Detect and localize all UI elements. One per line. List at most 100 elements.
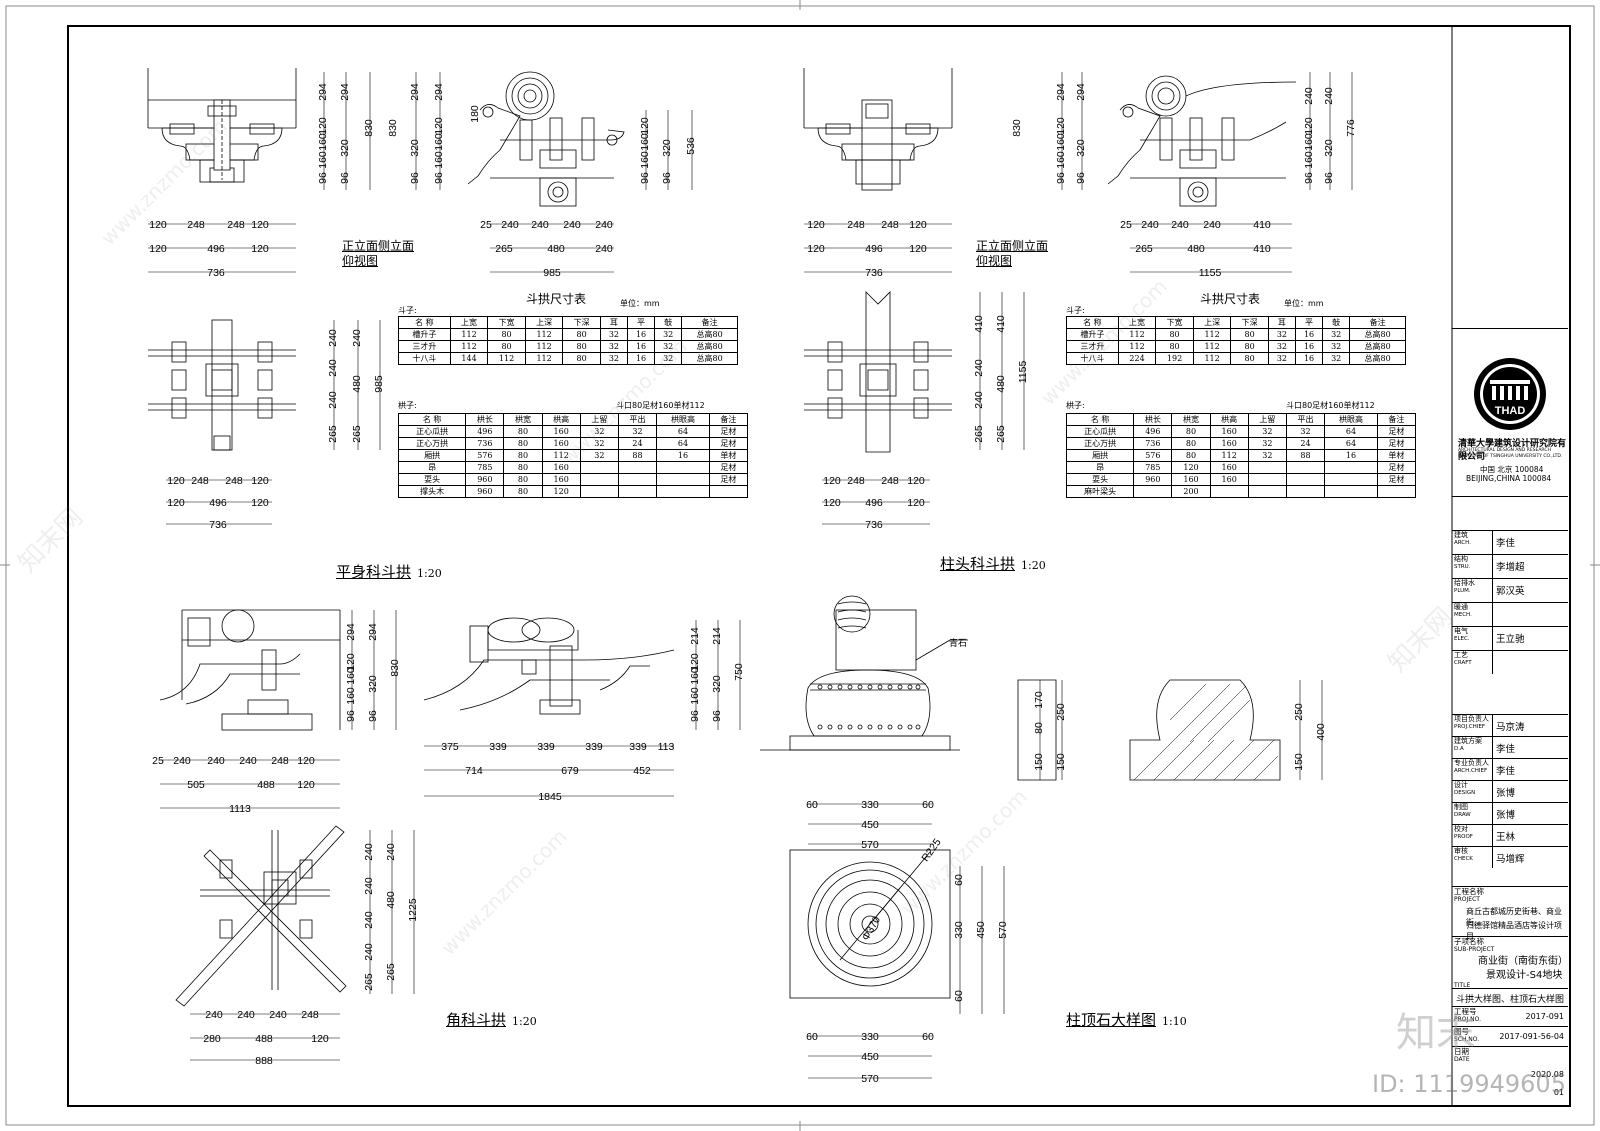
dim: 339: [585, 741, 603, 753]
table-header: 平: [1294, 316, 1324, 329]
table-cell: [579, 485, 619, 498]
table-cell: 16: [1324, 449, 1378, 462]
table-cell: 耍头: [1065, 473, 1135, 486]
dim: 450: [975, 921, 987, 939]
title-text: 角科斗拱: [446, 1011, 507, 1029]
role-label: 工艺: [1454, 651, 1468, 659]
table-header: 备注: [681, 316, 738, 329]
dim: 60: [922, 1031, 934, 1043]
dim: 240: [363, 911, 375, 929]
person-name: 郭汉英: [1496, 586, 1525, 597]
table-cell: 80: [1155, 340, 1194, 353]
table-cell: 64: [656, 437, 710, 450]
table-caption: 斗子:: [398, 306, 417, 315]
dim: 240: [1171, 219, 1189, 231]
table-cell: 32: [1285, 425, 1326, 438]
dim: 120: [907, 497, 925, 509]
dim: 248: [881, 475, 899, 487]
role-label: 电气: [1454, 627, 1468, 635]
dim: 240: [531, 219, 549, 231]
table-cell: 224: [1117, 352, 1157, 365]
dim: 120: [167, 497, 185, 509]
role-label-en: DESIGN: [1454, 790, 1476, 796]
table-cell: 64: [1324, 437, 1378, 450]
dim: 240: [205, 1009, 223, 1021]
dim: 248: [847, 219, 865, 231]
table-cell: 昂: [1065, 461, 1135, 474]
dim: 320: [661, 139, 673, 157]
table-cell: 16: [1294, 328, 1324, 341]
dim: 120: [823, 497, 841, 509]
dim: 830: [363, 119, 375, 137]
dim: 240: [269, 1009, 287, 1021]
table-cell: [1247, 485, 1287, 498]
zhudingshi-plan: [789, 849, 951, 999]
dim: 240: [327, 359, 339, 377]
scale-text: 1:20: [417, 567, 442, 580]
date-label-en: DATE: [1454, 1056, 1470, 1063]
drawing-title: 斗拱大样图、柱顶石大样图: [1456, 995, 1565, 1005]
table-cell: 80: [562, 340, 601, 353]
table-cell: 785: [1133, 461, 1173, 474]
table-cell: 总高80: [1349, 328, 1406, 341]
table-cell: 足材: [1376, 461, 1417, 474]
table-cell: 736: [465, 437, 505, 450]
dim: 96: [661, 172, 673, 184]
dim: 452: [633, 765, 651, 777]
table-cell: 单材: [708, 449, 749, 462]
dim: 294: [1055, 83, 1067, 101]
dim: 480: [995, 375, 1007, 393]
table-cell: 112: [1192, 352, 1232, 365]
table-cell: 总高80: [1349, 352, 1406, 365]
table-cell: 112: [449, 328, 489, 341]
table-cell: [656, 473, 710, 486]
dim: 160: [1055, 133, 1067, 151]
dim: 480: [351, 375, 363, 393]
role-label: 给排水: [1454, 579, 1475, 587]
dim: 265: [495, 243, 513, 255]
dim: 160: [689, 687, 701, 705]
subproject-label-en: SUB-PROJECT: [1454, 946, 1495, 953]
dim: 240: [207, 755, 225, 767]
dim: 736: [209, 519, 227, 531]
dim: 294: [345, 623, 357, 641]
table-cell: 200: [1171, 485, 1211, 498]
dim: 240: [351, 329, 363, 347]
bottom-view-label: 仰视图: [342, 254, 379, 268]
table-cell: 16: [1294, 352, 1324, 365]
table-cell: [1285, 461, 1326, 474]
dim: 240: [237, 1009, 255, 1021]
role-label-en: STRU.: [1454, 564, 1471, 570]
dim: 450: [861, 819, 879, 831]
dim: 320: [339, 139, 351, 157]
dim: 25: [480, 219, 492, 231]
dim: 170: [1033, 691, 1045, 709]
dim: 410: [995, 315, 1007, 333]
dim: 120: [907, 475, 925, 487]
table-cell: 160: [1171, 473, 1211, 486]
title-text: 柱头科斗拱: [940, 555, 1016, 573]
table-cell: 足材: [708, 473, 749, 486]
institute-name: 清華大學建筑设计研究院有限公司: [1458, 439, 1567, 462]
table-header: 下深: [562, 316, 601, 329]
table-header: 平: [626, 316, 656, 329]
table-cell: 80: [487, 328, 526, 341]
dim: 240: [563, 219, 581, 231]
role-label: 校对: [1454, 825, 1468, 833]
pingshenke-side-elevation: [467, 71, 625, 207]
table-header: 下宽: [1155, 316, 1194, 329]
table-cell: [708, 485, 749, 498]
dim: 60: [806, 1031, 818, 1043]
table-cell: 正心万拱: [1065, 437, 1135, 450]
dim: 160: [433, 133, 445, 151]
table-title: 斗拱尺寸表: [1200, 292, 1261, 306]
table-cell: [656, 485, 710, 498]
dim: 240: [1203, 219, 1221, 231]
scale-text: 1:10: [1162, 1015, 1187, 1028]
role-label: 制图: [1454, 803, 1468, 811]
